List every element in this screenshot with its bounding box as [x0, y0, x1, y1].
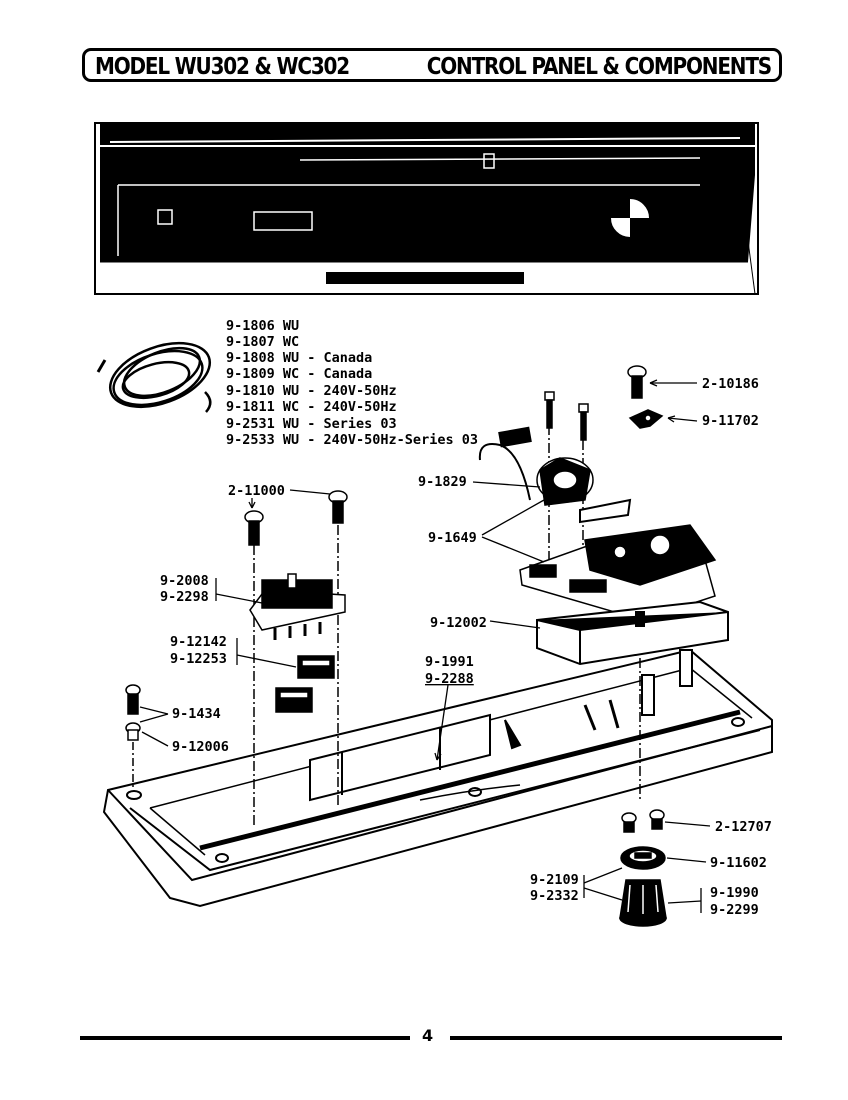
- screw-2-11000-right: [328, 490, 348, 524]
- cord-part-5: 9-1810 WU - 240V-50Hz: [226, 383, 397, 399]
- label-9-2008: 9-2008: [160, 573, 209, 589]
- label-2-12707: 2-12707: [715, 819, 772, 835]
- cord-part-list: 9-1806 WU 9-1807 WC 9-1808 WU - Canada 9…: [226, 318, 478, 448]
- timer-screws: [544, 391, 589, 441]
- label-9-2298: 9-2298: [160, 589, 209, 605]
- label-9-11602: 9-11602: [710, 855, 767, 871]
- power-cord-coil: [96, 341, 212, 413]
- label-9-12142: 9-12142: [170, 634, 227, 650]
- label-9-12006: 9-12006: [172, 739, 229, 755]
- console-base: [102, 648, 773, 908]
- label-9-2332: 9-2332: [530, 888, 579, 904]
- part-labels: 2-10186 9-11702 9-1829 2-11000 9-1649 9-…: [160, 376, 772, 918]
- label-2-10186: 2-10186: [702, 376, 759, 392]
- title-banner: MODEL WU302 & WC302 CONTROL PANEL & COMP…: [82, 48, 782, 82]
- label-9-1649: 9-1649: [428, 530, 477, 546]
- page-number: 4: [422, 1026, 434, 1045]
- section-title: CONTROL PANEL & COMPONENTS: [426, 52, 772, 80]
- label-9-1990: 9-1990: [710, 885, 759, 901]
- cord-part-1: 9-1806 WU: [226, 318, 299, 334]
- screw-2-11000-left: [244, 510, 264, 546]
- label-9-12253: 9-12253: [170, 651, 227, 667]
- label-9-2109: 9-2109: [530, 872, 579, 888]
- knob-9-1990: [619, 879, 667, 927]
- cord-part-8: 9-2533 WU - 240V-50Hz-Series 03: [226, 432, 478, 448]
- clip-9-11702: [628, 409, 664, 429]
- relay-blocks: [275, 655, 335, 713]
- rotary-switch: [249, 573, 346, 640]
- knob-skirt-9-11602: [620, 846, 666, 870]
- label-9-1829: 9-1829: [418, 474, 467, 490]
- footer-rule-right: [450, 1036, 782, 1040]
- label-9-1991: 9-1991: [425, 654, 474, 670]
- footer-rule-left: [80, 1036, 410, 1040]
- control-panel-front-view: [94, 122, 759, 295]
- cord-part-4: 9-1809 WC - Canada: [226, 366, 372, 382]
- label-9-2288: 9-2288: [425, 671, 474, 687]
- callout-leaders: [139, 379, 711, 913]
- washer-9-12006: [125, 722, 141, 741]
- cord-part-6: 9-1811 WC - 240V-50Hz: [226, 399, 397, 415]
- cord-part-2: 9-1807 WC: [226, 334, 299, 350]
- model-title: MODEL WU302 & WC302: [95, 52, 350, 80]
- knob-screws-2-12707: [621, 809, 665, 833]
- screw-9-1434: [125, 684, 141, 715]
- mounting-bracket: [536, 600, 729, 666]
- label-2-11000: 2-11000: [228, 483, 285, 499]
- label-9-1434: 9-1434: [172, 706, 221, 722]
- cord-part-7: 9-2531 WU - Series 03: [226, 416, 397, 432]
- label-9-11702: 9-11702: [702, 413, 759, 429]
- screw-2-10186: [627, 365, 647, 399]
- timer-motor: [478, 426, 632, 524]
- cord-part-3: 9-1808 WU - Canada: [226, 350, 372, 366]
- timer-housing: [519, 524, 717, 621]
- label-9-12002: 9-12002: [430, 615, 487, 631]
- label-9-2299: 9-2299: [710, 902, 759, 918]
